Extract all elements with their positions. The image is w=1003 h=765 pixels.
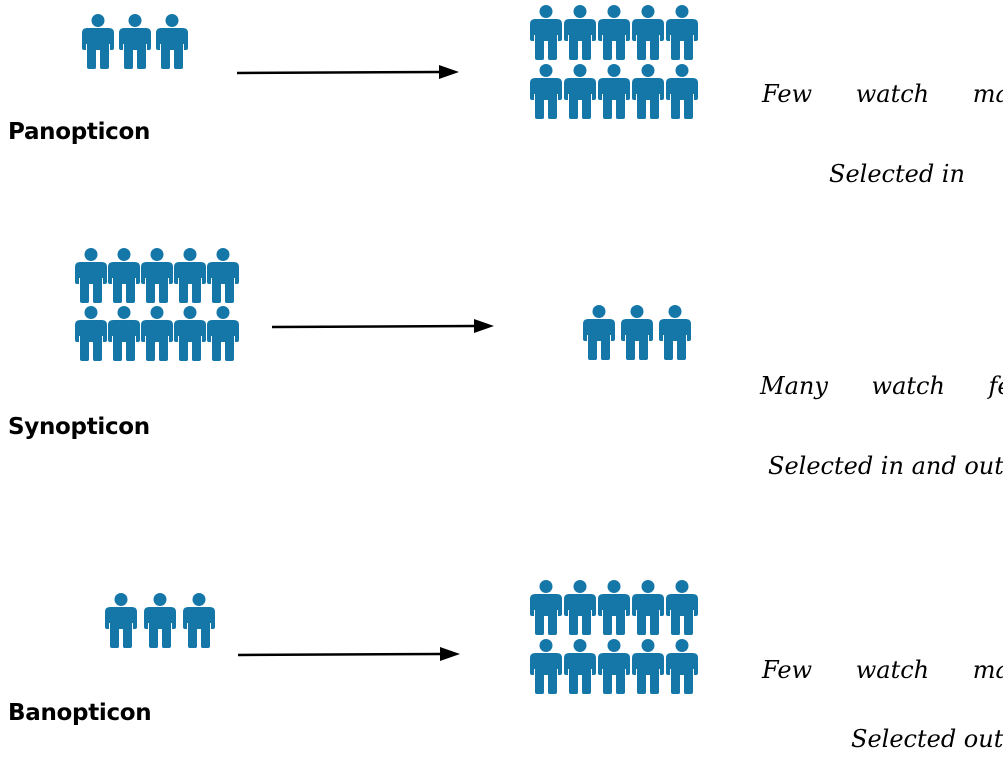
panopticon-row: Panopticon Few watch many Selected in [0, 0, 1003, 255]
selection-caption: Selected in and out [768, 452, 1003, 480]
person-icon [207, 248, 239, 303]
person-icon [174, 248, 206, 303]
person-icon [632, 5, 664, 60]
watchers-group [105, 593, 222, 648]
person-icon [141, 306, 173, 361]
person-icon [598, 5, 630, 60]
watchers-group [82, 14, 193, 69]
person-icon [530, 580, 562, 635]
person-icon [105, 593, 137, 648]
person-icon [108, 306, 140, 361]
person-icon [666, 639, 698, 694]
person-icon [82, 14, 114, 69]
person-icon [183, 593, 215, 648]
model-name: Banopticon [8, 700, 152, 726]
person-icon [530, 639, 562, 694]
person-icon [108, 248, 140, 303]
person-icon [598, 639, 630, 694]
person-icon [632, 639, 664, 694]
synopticon-row: Synopticon Many watch few Selected in an… [0, 0, 1003, 480]
person-icon [75, 248, 107, 303]
person-icon [632, 64, 664, 119]
relation-caption: Few watch many [762, 80, 1003, 108]
watchers-group [75, 248, 240, 361]
person-icon [564, 580, 596, 635]
watched-group [583, 305, 697, 360]
person-icon [207, 306, 239, 361]
person-icon [598, 64, 630, 119]
selection-caption: Selected in [829, 160, 965, 188]
relation-caption: Few watch many [762, 656, 1003, 684]
person-icon [598, 580, 630, 635]
arrow [271, 319, 494, 333]
person-icon [564, 64, 596, 119]
person-icon [666, 580, 698, 635]
person-icon [621, 305, 653, 360]
watched-group [530, 580, 700, 694]
person-icon [530, 64, 562, 119]
person-icon [156, 14, 188, 69]
person-icon [141, 248, 173, 303]
arrow [237, 647, 460, 661]
person-icon [75, 306, 107, 361]
person-icon [632, 580, 664, 635]
arrow [236, 65, 459, 79]
person-icon [583, 305, 615, 360]
relation-caption: Many watch few [760, 372, 1003, 400]
person-icon [119, 14, 151, 69]
person-icon [530, 5, 562, 60]
person-icon [144, 593, 176, 648]
watched-group [530, 5, 700, 119]
person-icon [174, 306, 206, 361]
person-icon [659, 305, 691, 360]
person-icon [666, 64, 698, 119]
model-name: Panopticon [8, 119, 151, 145]
person-icon [666, 5, 698, 60]
selection-caption: Selected out [851, 725, 1003, 753]
person-icon [564, 639, 596, 694]
model-name: Synopticon [8, 414, 150, 440]
person-icon [564, 5, 596, 60]
